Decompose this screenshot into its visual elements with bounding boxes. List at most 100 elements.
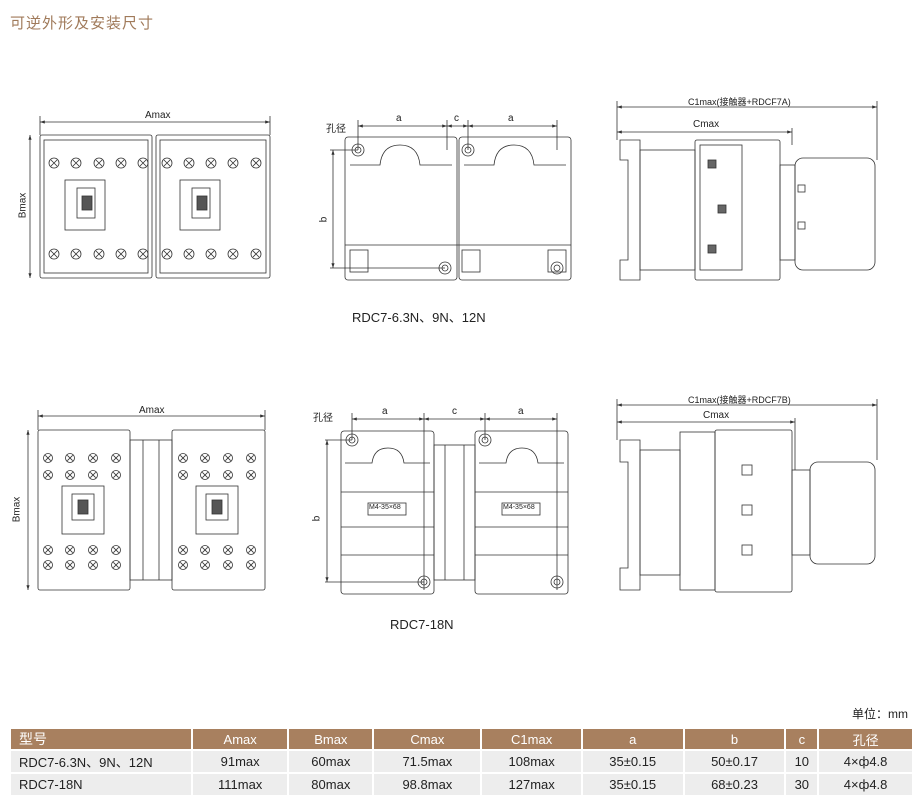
terminal-screw-icon	[246, 545, 256, 555]
terminal-screw-icon	[205, 248, 217, 260]
cell: 35±0.15	[582, 774, 683, 795]
front-view-1	[28, 116, 271, 279]
terminal-screw-icon	[88, 560, 98, 570]
col-b: b	[684, 729, 785, 749]
label-a-1: a	[396, 113, 402, 124]
cell: 108max	[482, 751, 581, 772]
label-b-2: b	[311, 515, 323, 522]
label-amax-1: Amax	[145, 110, 171, 121]
terminal-screw-icon	[200, 453, 210, 463]
terminal-screw-icon	[88, 453, 98, 463]
side-view-2	[616, 399, 878, 593]
cell: 10	[786, 751, 818, 772]
terminal-screw-icon	[250, 157, 262, 169]
terminal-screw-icon	[178, 470, 188, 480]
cell: 4×ф4.8	[819, 774, 912, 795]
cell: 4×ф4.8	[819, 751, 912, 772]
terminal-screw-icon	[88, 470, 98, 480]
terminal-screw-icon	[93, 157, 105, 169]
terminal-screw-icon	[65, 560, 75, 570]
cell: 127max	[482, 774, 581, 795]
terminal-screw-icon	[65, 470, 75, 480]
terminal-screw-icon	[161, 157, 173, 169]
cell: 30	[786, 774, 818, 795]
terminal-screw-icon	[223, 453, 233, 463]
side-view-1	[616, 101, 878, 281]
terminal-screw-icon	[246, 560, 256, 570]
label-c1max-2: C1max(接触器+RDCF7B)	[688, 395, 791, 405]
unit-label: 单位：mm	[852, 707, 908, 721]
terminal-screw-icon	[88, 545, 98, 555]
label-c1max-1: C1max(接触器+RDCF7A)	[688, 97, 791, 107]
label-a2-2: a	[518, 406, 524, 417]
terminal-screw-icon	[250, 248, 262, 260]
cell: 50±0.17	[684, 751, 785, 772]
terminal-screw-icon	[178, 560, 188, 570]
terminal-screw-icon	[137, 248, 149, 260]
terminal-screw-icon	[227, 248, 239, 260]
terminal-screw-icon	[137, 157, 149, 169]
label-hole-1: 孔径	[326, 124, 346, 135]
table-row: RDC7-18N 111max 80max 98.8max 127max 35±…	[11, 774, 912, 795]
table-header-row: 型号 Amax Bmax Cmax C1max a b c 孔径	[11, 729, 912, 749]
cell: RDC7-6.3N、9N、12N	[11, 751, 191, 772]
terminal-screw-icon	[48, 157, 60, 169]
terminal-screw-icon	[223, 545, 233, 555]
col-hole: 孔径	[819, 729, 912, 749]
terminal-screw-icon	[70, 248, 82, 260]
cell: RDC7-18N	[11, 774, 191, 795]
label-b-1: b	[318, 216, 330, 223]
terminal-screw-icon	[43, 560, 53, 570]
cell: 111max	[193, 774, 288, 795]
caption-1: RDC7-6.3N、9N、12N	[352, 310, 486, 325]
terminal-screw-icon	[178, 453, 188, 463]
col-amax: Amax	[193, 729, 288, 749]
terminal-screw-icon	[70, 157, 82, 169]
terminal-screw-icon	[93, 248, 105, 260]
terminal-screw-icon	[43, 545, 53, 555]
label-a-2: a	[382, 406, 388, 417]
terminal-screw-icon	[161, 248, 173, 260]
cell: 68±0.23	[684, 774, 785, 795]
terminal-screw-icon	[115, 157, 127, 169]
col-bmax: Bmax	[289, 729, 373, 749]
label-hole-2: 孔径	[313, 413, 333, 424]
mounting-view-1	[330, 120, 572, 281]
terminal-screw-icon	[111, 470, 121, 480]
label-c-2: c	[452, 406, 457, 417]
cell: 35±0.15	[582, 751, 683, 772]
table-row: RDC7-6.3N、9N、12N 91max 60max 71.5max 108…	[11, 751, 912, 772]
terminal-screw-icon	[183, 248, 195, 260]
plate-label-2: M4-35×68	[503, 504, 535, 511]
col-model: 型号	[11, 729, 191, 749]
mounting-view-2	[325, 413, 569, 595]
terminal-screw-icon	[205, 157, 217, 169]
terminal-screw-icon	[227, 157, 239, 169]
terminal-screw-icon	[48, 248, 60, 260]
label-bmax-1: Bmax	[17, 192, 29, 219]
plate-label-1: M4-35×68	[369, 504, 401, 511]
terminal-screw-icon	[111, 453, 121, 463]
cell: 80max	[289, 774, 373, 795]
label-bmax-2: Bmax	[11, 496, 23, 523]
terminal-screw-icon	[200, 470, 210, 480]
col-c: c	[786, 729, 818, 749]
terminal-screw-icon	[43, 470, 53, 480]
caption-2: RDC7-18N	[390, 617, 454, 632]
col-a: a	[582, 729, 683, 749]
terminal-screw-icon	[200, 545, 210, 555]
terminal-screw-icon	[246, 453, 256, 463]
terminal-screw-icon	[111, 545, 121, 555]
dimension-table: 型号 Amax Bmax Cmax C1max a b c 孔径 RDC7-6.…	[9, 727, 914, 797]
terminal-screw-icon	[111, 560, 121, 570]
terminal-screw-icon	[115, 248, 127, 260]
terminal-screw-icon	[223, 560, 233, 570]
cell: 98.8max	[374, 774, 481, 795]
terminal-screw-icon	[183, 157, 195, 169]
terminal-screw-icon	[200, 560, 210, 570]
col-c1max: C1max	[482, 729, 581, 749]
page-title: 可逆外形及安装尺寸	[10, 15, 155, 32]
technical-drawings	[26, 101, 878, 595]
terminal-screw-icon	[43, 453, 53, 463]
